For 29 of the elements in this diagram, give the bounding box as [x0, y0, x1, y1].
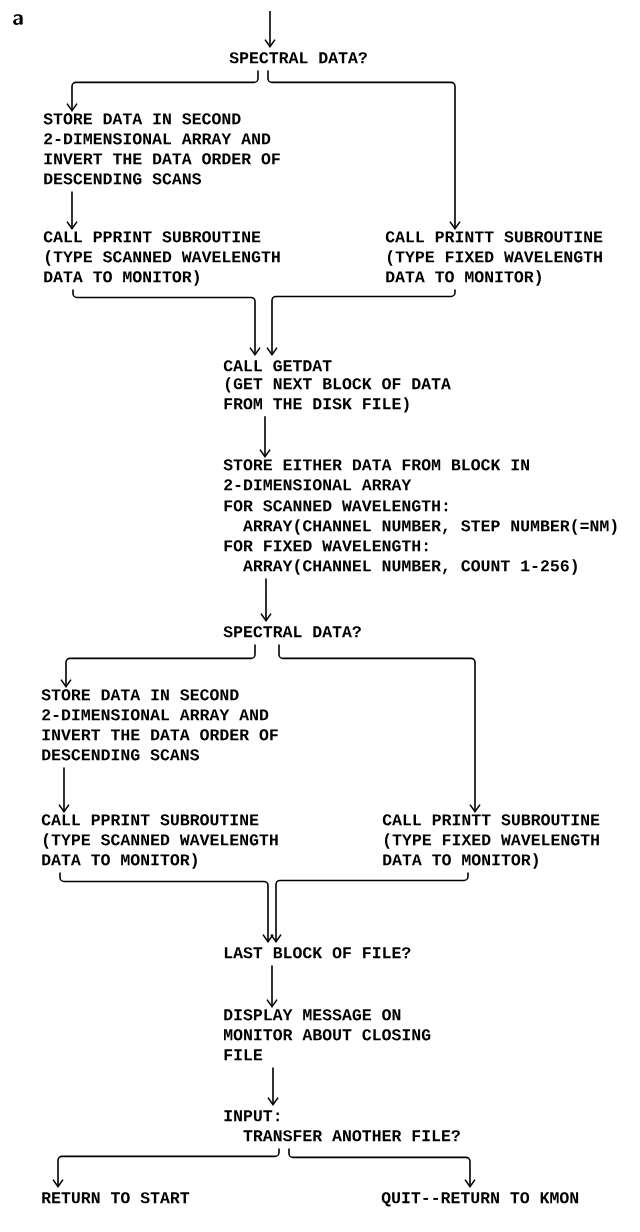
step-text: CALL PRINTT SUBROUTINE (TYPE FIXED WAVELENGTH DATA TO MONITOR): [382, 814, 600, 869]
decision-text: SPECTRAL DATA?: [229, 52, 367, 64]
arrow: [58, 766, 70, 813]
decision-text: SPECTRAL DATA?: [223, 626, 361, 638]
arrow: [66, 190, 78, 230]
decision-text: LAST BLOCK OF FILE?: [224, 947, 411, 959]
arrow: [267, 69, 461, 230]
step-text: STORE DATA IN SECOND 2-DIMENSIONAL ARRAY AND INVERT THE DATA ORDER OF DESCENDING SCANS: [41, 689, 278, 761]
arrow: [264, 10, 276, 48]
arrow: [259, 415, 271, 458]
end-text: RETURN TO START: [42, 1192, 190, 1204]
end-text: QUIT--RETURN TO KMON: [381, 1192, 579, 1207]
arrow: [52, 1147, 280, 1188]
step-text: CALL GETDAT (GET NEXT BLOCK OF DATA FROM THE DISK FILE): [223, 360, 451, 413]
panel-label: a: [13, 14, 23, 25]
arrow: [267, 1066, 279, 1106]
decision-text: INPUT: TRANSFER ANOTHER FILE?: [224, 1110, 460, 1142]
arrow: [266, 964, 278, 1008]
step-text: DISPLAY MESSAGE ON MONITOR ABOUT CLOSING FILE: [224, 1009, 431, 1061]
arrow: [288, 1147, 476, 1188]
step-text: STORE DATA IN SECOND 2-DIMENSIONAL ARRAY AND INVERT THE DATA ORDER OF DESCENDING SCANS: [43, 113, 280, 185]
arrow: [260, 577, 272, 622]
arrow: [278, 643, 481, 813]
step-text: CALL PPRINT SUBROUTINE (TYPE SCANNED WAVELENGTH DATA TO MONITOR): [43, 231, 280, 286]
step-text: CALL PRINTT SUBROUTINE (TYPE FIXED WAVELENGTH DATA TO MONITOR): [385, 231, 603, 286]
arrow: [66, 69, 259, 112]
arrow: [60, 643, 256, 688]
step-text: STORE EITHER DATA FROM BLOCK IN 2-DIMENSIONAL ARRAY FOR SCANNED WAVELENGTH: ARRAY(CHANNEL NUMBER, STEP NUMBER(=NM) FOR FIXED WAVELENGTH: ARRAY(CHANNEL NUMBER, COUNT 1-256): [223, 459, 617, 575]
step-text: CALL PPRINT SUBROUTINE (TYPE SCANNED WAVELENGTH DATA TO MONITOR): [41, 814, 278, 869]
